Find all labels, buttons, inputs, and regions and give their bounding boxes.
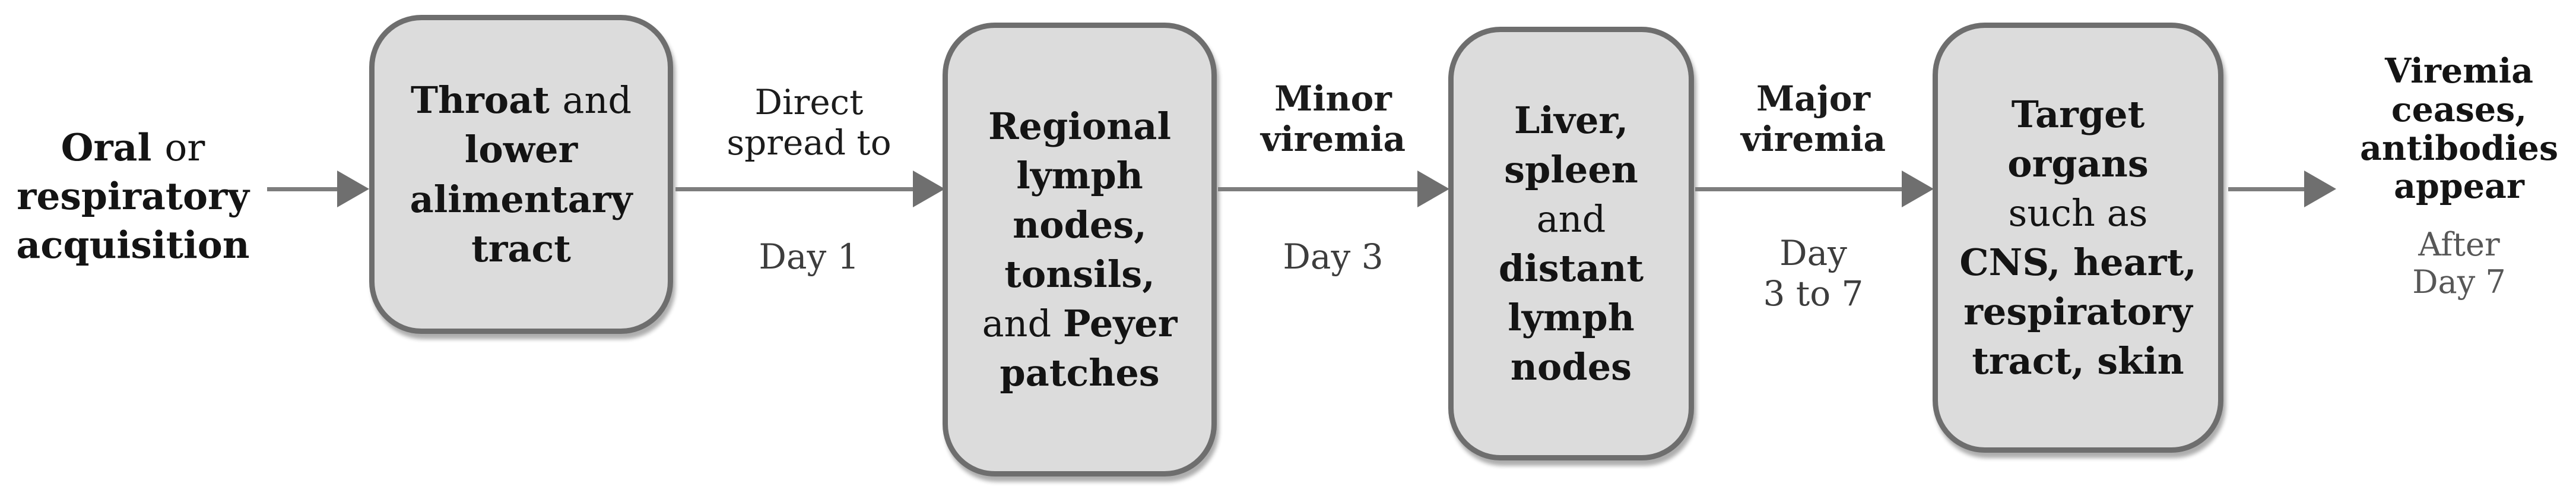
arrow-4-line bbox=[1695, 187, 1903, 191]
arrow-5-line bbox=[2228, 187, 2307, 191]
arrow-1-line bbox=[267, 187, 340, 191]
arrow-2-right-icon bbox=[913, 171, 945, 207]
arrow-3-line bbox=[1218, 187, 1420, 191]
day-3-label: Day 3 bbox=[1283, 236, 1384, 277]
arrow-1-right-icon bbox=[337, 171, 369, 207]
arrow-5-right-icon bbox=[2304, 171, 2336, 207]
arrow-3-right-icon bbox=[1417, 171, 1449, 207]
arrow-4-right-icon bbox=[1902, 171, 1934, 207]
arrow-2-line bbox=[675, 187, 914, 191]
day-1-label: Day 1 bbox=[759, 236, 859, 277]
